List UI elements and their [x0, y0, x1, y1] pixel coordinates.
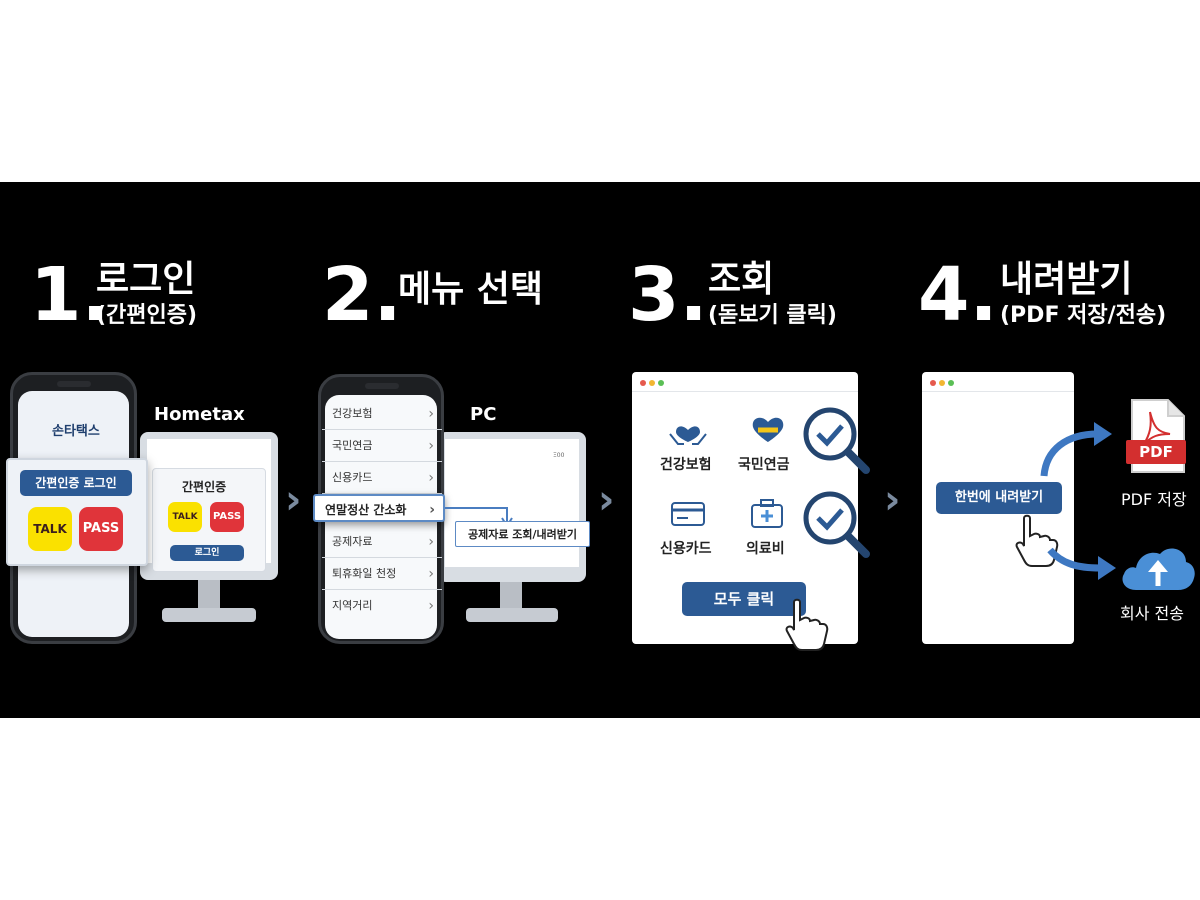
item-label: 신용카드	[660, 541, 712, 557]
step-4-number: 4.	[918, 252, 998, 338]
menu-item-year-end-settlement[interactable]: 연말정산 간소화›	[313, 494, 445, 522]
chevron-right-icon: ›	[884, 477, 901, 523]
menu-item[interactable]: 건강보험›	[322, 398, 442, 430]
pdf-badge: PDF	[1126, 440, 1186, 464]
hand-pointer-icon	[785, 598, 829, 651]
step-4-subtitle: (PDF 저장/전송)	[1000, 303, 1167, 328]
kakao-talk-icon[interactable]: TALK	[28, 507, 72, 551]
menu-item[interactable]: 공제자료›	[322, 526, 442, 558]
simple-auth-login-button[interactable]: 간편인증 로그인	[20, 470, 132, 496]
kakao-talk-icon[interactable]: TALK	[168, 502, 202, 532]
monitor-base	[162, 608, 256, 622]
arrow-up-icon	[1040, 422, 1112, 477]
magnifier-check-icon[interactable]	[800, 404, 872, 476]
monitor-stand	[500, 582, 522, 610]
menu-item[interactable]: 퇴휴화일 천정›	[322, 558, 442, 590]
step-1-number: 1.	[30, 252, 110, 338]
monitor-base	[466, 608, 558, 622]
chevron-right-icon: ›	[285, 477, 302, 523]
menu-item[interactable]: 국민연금›	[322, 430, 442, 462]
arrow-down-icon	[1047, 547, 1116, 580]
phone-app-title: 손타택스	[52, 424, 100, 439]
step-1-subtitle: (간편인증)	[96, 303, 198, 328]
step-3-subtitle: (돋보기 클릭)	[708, 303, 837, 328]
hometax-label: Hometax	[154, 404, 245, 425]
credit-card-icon	[671, 502, 705, 526]
health-insurance-icon	[669, 426, 707, 445]
menu-list: 건강보험› 국민연금› 신용카드› 공제자료› 퇴휴화일 천정› 지역거리›	[322, 398, 442, 626]
pdf-save-label: PDF 저장	[1121, 490, 1187, 509]
pass-icon[interactable]: PASS	[210, 502, 244, 532]
hometax-login-button[interactable]: 로그인	[170, 545, 244, 561]
step-2-title: 메뉴 선택	[398, 269, 544, 310]
monitor-stand	[198, 580, 220, 610]
cloud-upload-icon	[1122, 548, 1195, 590]
item-label: 건강보험	[660, 457, 712, 473]
deduction-data-callout[interactable]: 공제자료 조회/내려받기	[455, 521, 590, 547]
pass-icon[interactable]: PASS	[79, 507, 123, 551]
step-4-title: 내려받기	[1000, 259, 1133, 300]
menu-item[interactable]: 지역거리›	[332, 598, 434, 614]
step-3-title: 조회	[708, 259, 775, 300]
national-pension-icon	[752, 417, 784, 442]
magnifier-check-icon[interactable]	[800, 488, 872, 560]
pc-label: PC	[470, 404, 497, 425]
item-label: 국민연금	[738, 457, 790, 473]
step-3-number: 3.	[628, 252, 708, 338]
screen-tag: Ξ00	[553, 452, 565, 459]
step-2-number: 2.	[322, 252, 402, 338]
menu-item[interactable]: 신용카드›	[322, 462, 442, 494]
medical-kit-icon	[751, 499, 783, 528]
step-1-title: 로그인	[96, 259, 196, 300]
item-label: 의료비	[746, 541, 785, 557]
hometax-auth-title: 간편인증	[182, 480, 227, 494]
download-all-button[interactable]: 한번에 내려받기	[936, 482, 1062, 514]
company-transfer-label: 회사 전송	[1120, 604, 1184, 623]
chevron-right-icon: ›	[598, 477, 615, 523]
hand-pointer-icon	[1015, 514, 1059, 567]
click-all-button[interactable]: 모두 클릭	[682, 582, 806, 616]
